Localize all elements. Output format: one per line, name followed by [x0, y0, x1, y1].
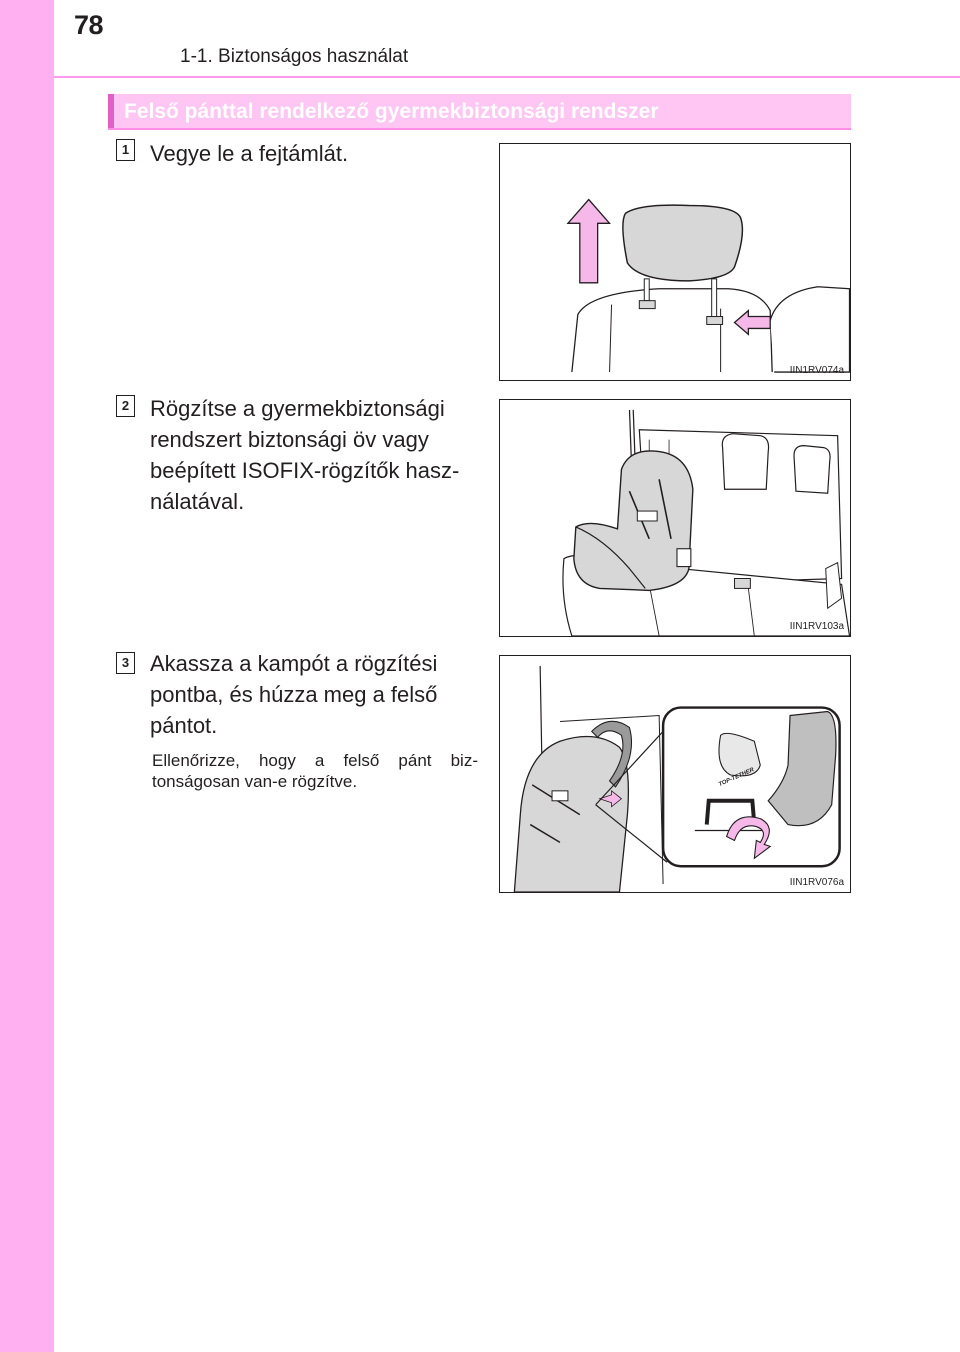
- section-heading-accent: [108, 94, 114, 128]
- step-1-number: 1: [116, 139, 135, 161]
- figure-3-code: IIN1RV076a: [789, 877, 844, 888]
- figure-top-tether-hook: TOP-TETHER IIN1RV076a: [499, 655, 851, 893]
- step-1-text: Vegye le a fejtámlát.: [150, 141, 349, 166]
- step-3-note: Ellenőrizze, hogy a felső pánt biz-tonsá…: [152, 751, 478, 791]
- step-3-text: Akassza a kampót a rögzítési pontba, és …: [150, 651, 438, 738]
- step-2-number: 2: [116, 395, 135, 417]
- headrest-removal-illustration: [566, 198, 850, 373]
- child-seat-installed-illustration: [562, 409, 850, 636]
- header-rule: [54, 76, 960, 78]
- figure-1-code: IIN1RV074a: [789, 365, 844, 376]
- side-thumb-band: [0, 0, 54, 1352]
- figure-child-seat-installed: IIN1RV103a: [499, 399, 851, 637]
- figure-headrest-removal: IIN1RV074a: [499, 143, 851, 381]
- step-3-number: 3: [116, 652, 135, 674]
- step-2-text: Rögzítse a gyermekbiztonsági rendszert b…: [150, 396, 460, 514]
- top-tether-hook-illustration: TOP-TETHER: [513, 665, 841, 892]
- page-number: 78: [74, 10, 104, 40]
- section-title: Felső pánttal rendelkező gyermekbiztonsá…: [124, 100, 659, 123]
- figure-2-code: IIN1RV103a: [789, 621, 844, 632]
- running-head: 1-1. Biztonságos használat: [180, 46, 409, 67]
- section-heading-bar: Felső pánttal rendelkező gyermekbiztonsá…: [108, 94, 851, 130]
